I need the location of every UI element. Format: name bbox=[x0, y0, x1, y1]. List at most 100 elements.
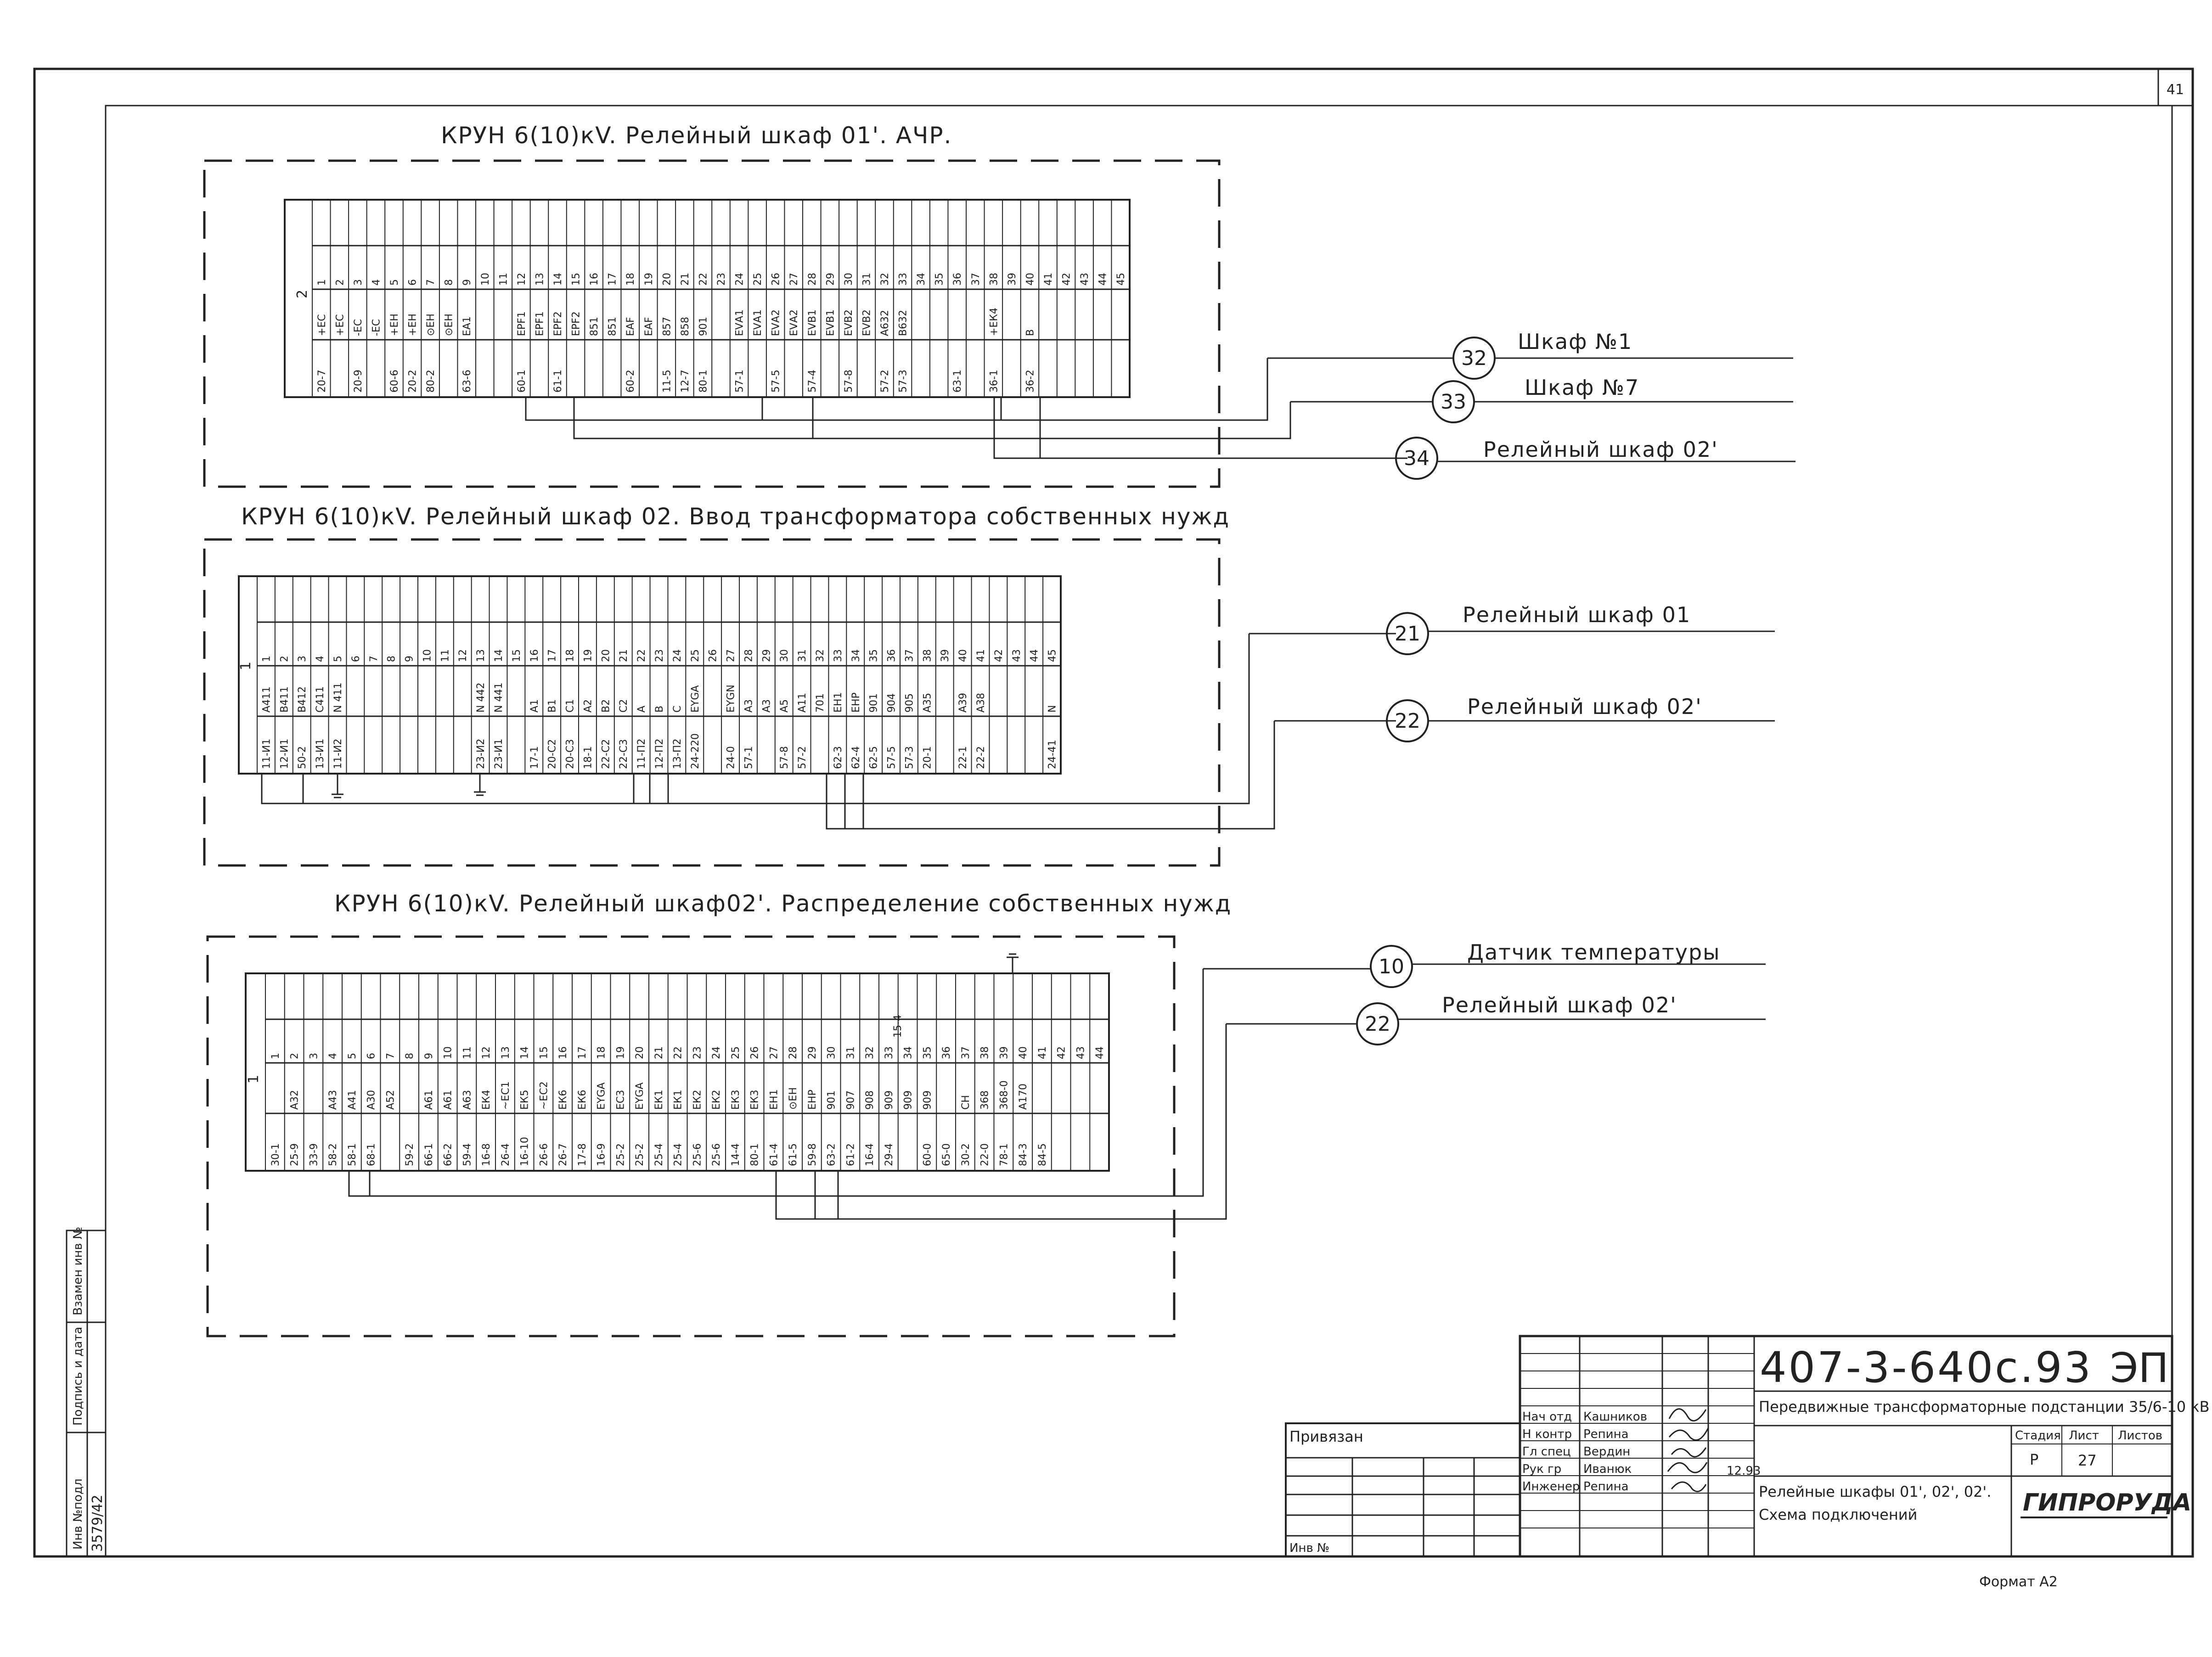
terminal-mark: N 441 bbox=[493, 683, 505, 713]
terminal-number: 40 bbox=[957, 649, 969, 662]
destination-32: 32 Шкаф №1 bbox=[1452, 329, 1793, 380]
terminal-mark: С bbox=[672, 706, 683, 713]
wire-label: 30-1 bbox=[270, 1143, 281, 1166]
terminal-number: 11 bbox=[439, 649, 451, 662]
terminal-mark: СН bbox=[960, 1095, 972, 1110]
role-1: Нач отд bbox=[1522, 1410, 1572, 1424]
wire-label: 50-2 bbox=[297, 746, 308, 769]
terminal-number: 35 bbox=[934, 273, 946, 286]
terminal-number: 5 bbox=[389, 279, 400, 286]
cabinet-2-block-label: 1 bbox=[238, 662, 254, 670]
terminal-number: 43 bbox=[1075, 1046, 1086, 1059]
wire-label: 33-9 bbox=[308, 1143, 320, 1166]
terminal-mark: -ЕС bbox=[371, 319, 382, 336]
terminal-mark: 858 bbox=[680, 317, 691, 336]
terminal-mark: ЕVВ2 bbox=[861, 309, 872, 336]
role-4: Рук гр bbox=[1522, 1462, 1561, 1476]
wire-label: 60-1 bbox=[516, 370, 528, 393]
date-value: 12.93 bbox=[1727, 1464, 1761, 1478]
name-3: Вердин bbox=[1583, 1445, 1630, 1459]
terminal-number: 30 bbox=[779, 649, 790, 662]
wire-label: 23-И1 bbox=[493, 739, 505, 769]
terminal-number: 4 bbox=[371, 279, 382, 286]
cabinet-1-block-label: 2 bbox=[294, 290, 310, 298]
terminal-mark: ЕРF1 bbox=[534, 311, 546, 336]
name-4: Иванюк bbox=[1583, 1462, 1632, 1476]
wire-label: 57-2 bbox=[879, 370, 891, 393]
terminal-number: 3 bbox=[308, 1053, 320, 1059]
terminal-number: 8 bbox=[444, 279, 455, 286]
terminal-mark: ЕК2 bbox=[692, 1090, 703, 1110]
terminal-mark: -ЕС bbox=[353, 319, 364, 336]
terminal-mark: 909 bbox=[903, 1090, 914, 1110]
terminal-number: 11 bbox=[462, 1046, 473, 1059]
terminal-mark: ЕVА1 bbox=[734, 309, 746, 336]
wire-label: 63-1 bbox=[952, 370, 963, 393]
cabinet-1-terminal-cells: 1+ЕС20-72+ЕС3-ЕС20-94-ЕС5+ЕН60-66+ЕН20-2… bbox=[312, 200, 1130, 397]
wire-label: 65-0 bbox=[941, 1143, 952, 1166]
terminal-number: 45 bbox=[1047, 649, 1058, 662]
terminal-number: 26 bbox=[708, 649, 719, 662]
wire-label: 20-С3 bbox=[565, 739, 576, 769]
doc-type: ЭП bbox=[2110, 1344, 2169, 1392]
terminal-mark: 905 bbox=[904, 693, 915, 713]
wire-label: 62-5 bbox=[868, 746, 880, 769]
wire-label: 80-1 bbox=[749, 1143, 761, 1166]
terminal-mark: ЕРF1 bbox=[516, 311, 528, 336]
terminal-number: 21 bbox=[653, 1046, 665, 1059]
terminal-number: 3 bbox=[297, 656, 308, 662]
col-sheets: Листов bbox=[2118, 1429, 2162, 1443]
terminal-mark: ЕН1 bbox=[833, 692, 844, 713]
terminal-number: 25 bbox=[752, 273, 764, 286]
terminal-number: 16 bbox=[557, 1046, 569, 1059]
destination-10-number: 10 bbox=[1379, 955, 1404, 978]
wire-label: 61-1 bbox=[552, 370, 564, 393]
terminal-number: 33 bbox=[884, 1046, 895, 1059]
terminal-mark: ЕVВ1 bbox=[825, 309, 836, 336]
terminal-mark: ЕYGА bbox=[634, 1083, 646, 1110]
terminal-mark: ЕК3 bbox=[730, 1090, 742, 1110]
wire-label: 26-7 bbox=[557, 1143, 569, 1166]
wire-label: 11-5 bbox=[661, 370, 673, 393]
terminal-mark: +ЕН bbox=[389, 314, 400, 336]
destination-21-label: Релейный шкаф 01 bbox=[1463, 602, 1691, 627]
destination-34: 34 Релейный шкаф 02' bbox=[1395, 437, 1795, 480]
wire-label: 29-4 bbox=[884, 1143, 895, 1166]
wire-label: 80-1 bbox=[698, 370, 709, 393]
terminal-number: 35 bbox=[868, 649, 880, 662]
terminal-number: 44 bbox=[1098, 273, 1109, 286]
wire-label: 25-2 bbox=[615, 1143, 626, 1166]
terminal-mark: ЕVА2 bbox=[771, 309, 782, 336]
terminal-mark: ЕК4 bbox=[481, 1090, 492, 1110]
terminal-mark: А63 bbox=[462, 1090, 473, 1110]
wire-label: 12-И1 bbox=[279, 739, 290, 769]
terminal-number: 43 bbox=[1079, 273, 1091, 286]
wire-label: 57-1 bbox=[743, 746, 754, 769]
terminal-mark: А3 bbox=[761, 699, 772, 713]
terminal-mark: 909 bbox=[922, 1090, 933, 1110]
terminal-mark: А5 bbox=[779, 699, 790, 713]
destination-21-number: 21 bbox=[1395, 622, 1420, 646]
wire-label: 25-9 bbox=[289, 1143, 301, 1166]
terminal-number: 32 bbox=[815, 649, 826, 662]
destination-22b-number: 22 bbox=[1365, 1012, 1390, 1036]
wire-label: 57-4 bbox=[807, 370, 818, 393]
wire-label: 59-8 bbox=[807, 1143, 818, 1166]
ground-symbols bbox=[332, 791, 1019, 958]
wire-label: 78-1 bbox=[998, 1143, 1010, 1166]
terminal-mark: С2 bbox=[618, 699, 630, 713]
terminal-number: 42 bbox=[1061, 273, 1073, 286]
doc-code: 407-3-640с.93 bbox=[1760, 1343, 2093, 1392]
role-3: Гл спец bbox=[1522, 1445, 1571, 1459]
terminal-number: 8 bbox=[386, 656, 398, 662]
terminal-number: 32 bbox=[879, 273, 891, 286]
destination-22b-label: Релейный шкаф 02' bbox=[1442, 993, 1677, 1017]
terminal-number: 2 bbox=[279, 656, 290, 662]
terminal-number: 10 bbox=[443, 1046, 454, 1059]
wire-label: 25-4 bbox=[673, 1143, 684, 1166]
terminal-number: 33 bbox=[898, 273, 909, 286]
terminal-number: 5 bbox=[347, 1053, 358, 1059]
terminal-number: 26 bbox=[771, 273, 782, 286]
terminal-number: 16 bbox=[529, 649, 540, 662]
terminal-mark: ЕА1 bbox=[462, 316, 473, 336]
